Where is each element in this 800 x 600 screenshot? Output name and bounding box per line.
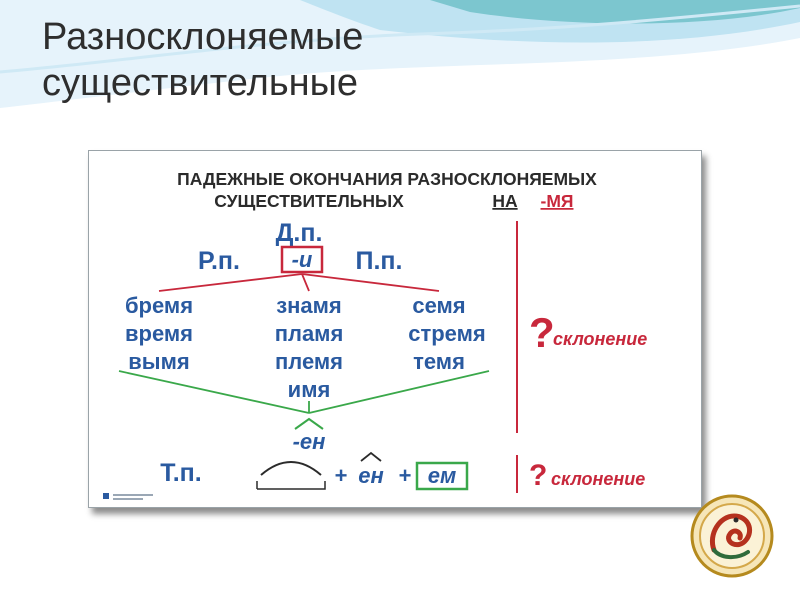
header-wave-decoration xyxy=(0,0,800,108)
ending-em: ем xyxy=(428,463,457,488)
word-column-1: бремя время вымя xyxy=(125,293,193,374)
slide-title-line-1: Разносклоняемые xyxy=(42,16,364,58)
slide-title-line-2: существительные xyxy=(42,62,359,104)
declension-label-2: склонение xyxy=(551,469,645,489)
word: семя xyxy=(412,293,465,318)
publisher-mark-icon xyxy=(103,493,109,499)
word: бремя xyxy=(125,293,193,318)
word: время xyxy=(125,321,193,346)
word-column-3: семя стремя темя xyxy=(408,293,486,374)
green-line-left xyxy=(118,370,310,414)
poster-heading-line-1: ПАДЕЖНЫЕ ОКОНЧАНИЯ РАЗНОСКЛОНЯЕМЫХ xyxy=(177,169,597,189)
case-dative: Д.п. xyxy=(276,219,323,247)
word-column-2: знамя пламя племя имя xyxy=(275,293,344,402)
word: стремя xyxy=(408,321,486,346)
declension-diagram: ПАДЕЖНЫЕ ОКОНЧАНИЯ РАЗНОСКЛОНЯЕМЫХ СУЩЕС… xyxy=(103,169,647,500)
case-genitive: Р.п. xyxy=(198,247,240,275)
dragon-emblem-icon xyxy=(690,494,774,578)
word: темя xyxy=(413,349,465,374)
poster-heading-line-2c: -МЯ xyxy=(541,191,574,211)
ending-i: -и xyxy=(292,247,313,272)
roof-mark xyxy=(294,417,324,430)
ending-i-box xyxy=(280,245,324,274)
fan-line-left xyxy=(158,273,303,292)
poster-heading-line-2a: СУЩЕСТВИТЕЛЬНЫХ xyxy=(214,191,404,211)
plus-sign-2: + xyxy=(399,463,412,488)
poster-heading-line-2b: НА xyxy=(492,191,518,211)
suffix-en: ен xyxy=(358,463,384,488)
stem-bracket xyxy=(256,481,326,490)
word: знамя xyxy=(276,293,342,318)
word: имя xyxy=(288,377,331,402)
case-instrumental: Т.п. xyxy=(160,459,201,487)
green-line-right xyxy=(308,370,490,414)
question-mark-1: ? xyxy=(529,309,555,356)
plus-sign-1: + xyxy=(335,463,348,488)
declension-label-1: склонение xyxy=(553,329,647,349)
question-mark-2: ? xyxy=(529,459,547,492)
ending-en: -ен xyxy=(293,429,326,454)
word: вымя xyxy=(128,349,189,374)
word: пламя xyxy=(275,321,344,346)
fan-line-middle xyxy=(301,273,310,292)
root-arc xyxy=(260,461,322,476)
slide-title: Разносклоняемые существительные xyxy=(42,14,363,106)
word: племя xyxy=(275,349,343,374)
publisher-line xyxy=(113,494,153,496)
declension-poster: ПАДЕЖНЫЕ ОКОНЧАНИЯ РАЗНОСКЛОНЯЕМЫХ СУЩЕС… xyxy=(88,150,702,508)
ending-em-box xyxy=(415,461,469,491)
publisher-line xyxy=(113,498,143,500)
case-prepositional: П.п. xyxy=(356,247,403,275)
fan-line-right xyxy=(301,273,440,292)
suffix-roof xyxy=(360,451,382,462)
